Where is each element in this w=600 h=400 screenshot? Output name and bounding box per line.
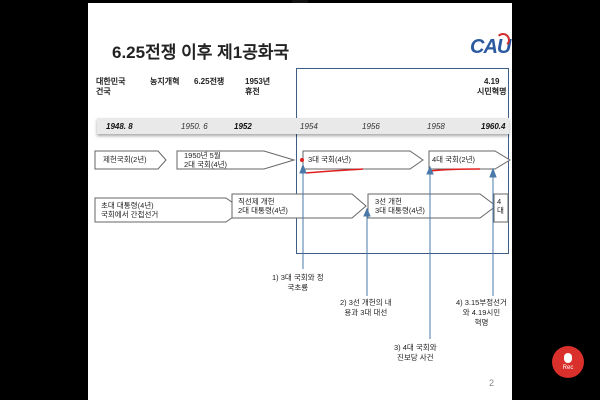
year-label: 1956 xyxy=(362,122,380,131)
red-dot xyxy=(300,158,304,162)
red-underline xyxy=(429,168,481,172)
assembly-label: 3대 국회(4년) xyxy=(308,155,352,164)
record-label: Rec xyxy=(562,365,574,371)
year-label: 1954 xyxy=(300,122,318,131)
timeline-arrows xyxy=(94,150,511,339)
assembly-label: 4대 국회(2년) xyxy=(432,155,476,164)
president-arrow xyxy=(231,193,367,219)
assembly-label: 제헌국회(2년) xyxy=(103,155,147,164)
president-arrow xyxy=(493,193,509,223)
microphone-icon xyxy=(564,353,572,363)
year-label: 1960.4 xyxy=(481,122,506,131)
top-notch xyxy=(292,0,308,4)
event-label: 6.25전쟁 xyxy=(194,77,225,86)
record-button[interactable]: Rec xyxy=(552,346,584,378)
slide-title: 6.25전쟁 이후 제1공화국 xyxy=(112,43,290,62)
logo-arc-icon xyxy=(496,33,510,47)
assembly-arrow xyxy=(176,150,296,170)
assembly-arrow xyxy=(428,150,511,170)
year-label: 1950. 6 xyxy=(181,122,208,131)
year-bar xyxy=(97,118,509,134)
assembly-arrow xyxy=(94,150,167,170)
year-label: 1948. 8 xyxy=(106,122,133,131)
red-underline xyxy=(305,168,364,174)
page-number: 2 xyxy=(489,378,495,388)
year-label: 1958 xyxy=(427,122,445,131)
event-label: 농지개혁 xyxy=(150,77,180,86)
year-label: 1952 xyxy=(234,122,252,131)
president-label: 초대 대통령(4년)국회에서 간접선거 xyxy=(101,201,159,219)
